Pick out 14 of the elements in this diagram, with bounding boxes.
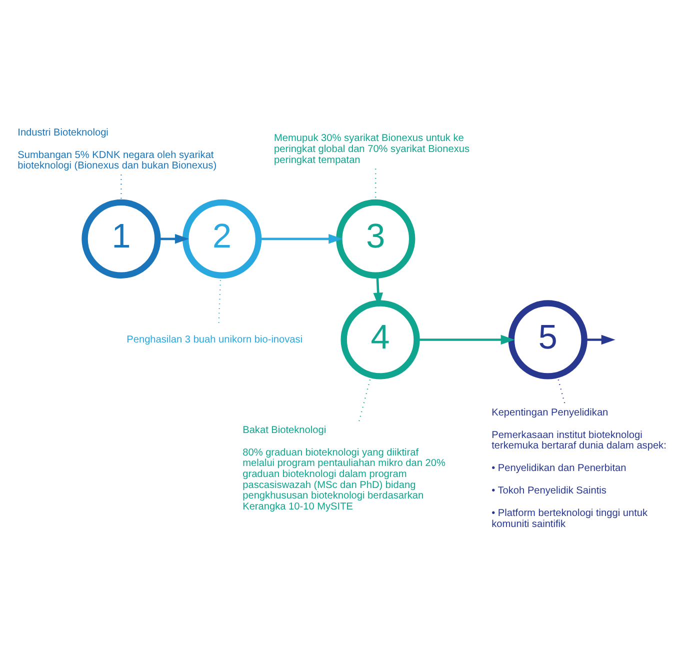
node-circle: 3 [336, 198, 416, 278]
arrow [258, 234, 343, 244]
node-text: Penghasilan 3 buah unikorn bio-inovasi [126, 334, 303, 345]
node-text: Memupuk 30% syarikat Bionexus untuk ke peringkat global dan 70% syarikat Bionexus peringkat tempatan [274, 132, 470, 166]
node-circle: 2 [182, 198, 262, 278]
node-text: Bakat Bioteknologi 80% graduan bioteknologi yang diiktiraf melalui program pentauliahan mikro dan 20% graduan bioteknologi dalam program pascasiswazah (MSc dan PhD) bidang pengkhususan bioteknologi berdasarkan Kerangka 10-10 MySITE [242, 424, 446, 512]
node-circle: 1 [82, 198, 161, 278]
arrow [158, 234, 189, 244]
node-circle: 4 [340, 300, 420, 379]
node-text: Kepentingan Penyelidikan Pemerkasaan institut bioteknologi terkemuka bertaraf dunia dalam aspek: • Penyelidikan dan Penerbitan • Tokoh Penyelidik Saintis • Platform berteknologi tinggi untuk komuniti saintifik [492, 406, 666, 530]
arrow [416, 334, 515, 344]
arrow [584, 334, 616, 344]
node-text: Industri Bioteknologi Sumbangan 5% KDNK negara oleh syarikat bioteknologi (Bionexus dan bukan Bionexus) [18, 126, 217, 172]
node-circle: 5 [508, 300, 588, 379]
